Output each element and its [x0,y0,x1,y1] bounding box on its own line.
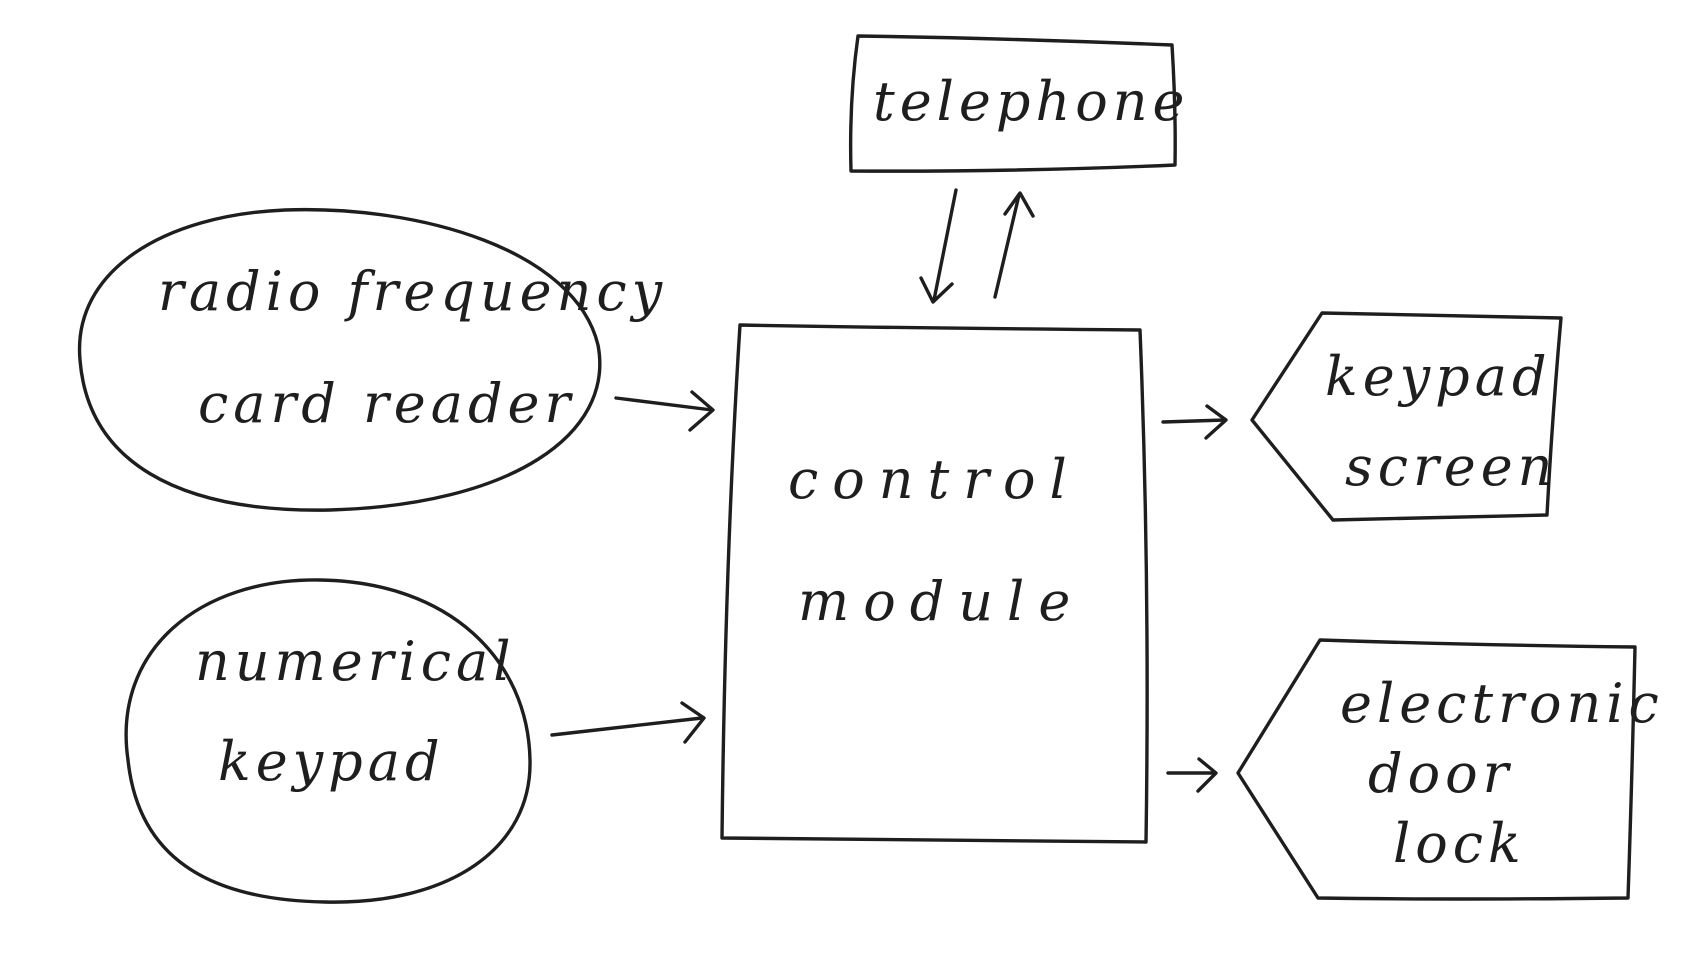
numerical-keypad-node[interactable]: numerical keypad [124,578,532,904]
rf-card-reader-node[interactable]: radio frequency card reader [77,207,668,512]
keypad-screen-label-line-1: keypad [1325,345,1552,408]
telephone-box [848,34,1177,173]
electronic-door-lock-label-line-1: electronic [1340,672,1664,735]
arrow-keypad-to-control [550,701,706,744]
arrow-rf-reader-to-control [614,390,715,432]
arrow-control-to-keypad-screen [1161,404,1228,440]
telephone-node[interactable]: telephone [848,34,1190,173]
keypad-screen-node[interactable]: keypad screen [1250,311,1563,522]
control-module-label-line-2: module [798,570,1084,633]
rf-card-reader-label-line-2: card reader [198,372,575,435]
rf-card-reader-ellipse [77,207,602,512]
numerical-keypad-ellipse [124,578,532,904]
numerical-keypad-label-line-1: numerical [195,630,516,693]
electronic-door-lock-shape [1236,638,1637,901]
keypad-screen-label-line-2: screen [1345,435,1557,498]
arrow-telephone-to-control [919,188,958,304]
electronic-door-lock-label-line-2: door [1368,742,1513,805]
electronic-door-lock-label-line-3: lock [1393,812,1526,875]
electronic-door-lock-node[interactable]: electronic door lock [1236,638,1664,901]
control-module-label-line-1: control [788,448,1081,511]
control-module-node[interactable]: control module [720,323,1149,844]
numerical-keypad-label-line-2: keypad [218,730,445,793]
rf-card-reader-label-line-1: radio frequency [158,260,667,323]
control-module-box [720,323,1149,844]
telephone-label: telephone [873,70,1189,133]
arrow-control-to-telephone [993,191,1035,299]
arrow-control-to-door-lock [1166,757,1218,793]
keypad-screen-shape [1250,311,1563,522]
